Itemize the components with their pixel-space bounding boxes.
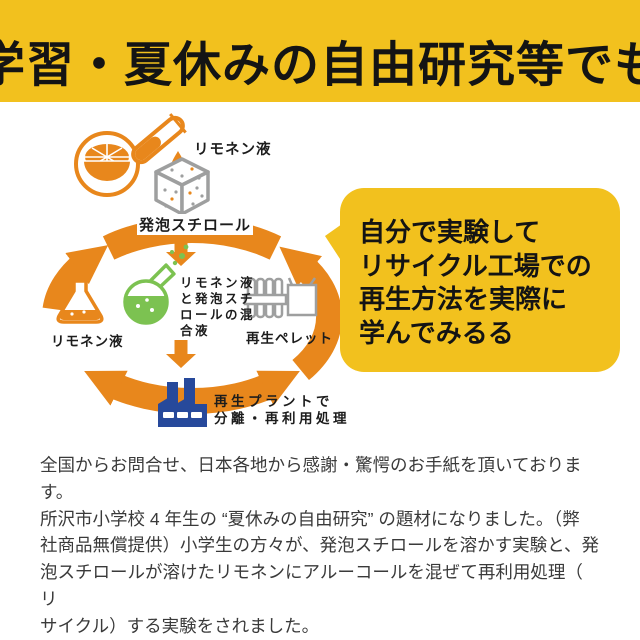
erlenmeyer-flask-icon: [56, 278, 104, 324]
description-paragraph: 全国からお問合せ、日本各地から感謝・驚愕のお手紙を頂いております。 所沢市小学校…: [40, 455, 599, 636]
label-limonene-top: リモネン液: [194, 142, 272, 158]
recycle-cycle-diagram: リモネン液 発泡スチロール リモネン液 と発泡スチ ロールの混 合液 再生ペレッ…: [0, 102, 640, 452]
label-limonene-left: リモネン液: [51, 334, 124, 349]
styrofoam-cube-icon: [154, 157, 210, 216]
header-banner: 学習・夏休みの自由研究等でも: [0, 0, 640, 102]
label-plant: 再生プラントで 分離・再利用処理: [214, 394, 350, 426]
down-arrow-icon: [166, 340, 196, 368]
factory-icon: [158, 378, 207, 427]
speech-bubble-tail: [325, 224, 342, 262]
label-pellets: 再生ペレット: [246, 331, 333, 346]
speech-bubble: 自分で実験して リサイクル工場での 再生方法を実際に 学んでみるる: [325, 188, 620, 372]
label-styrofoam: 発泡スチロール: [137, 214, 254, 235]
page-title: 学習・夏休みの自由研究等でも: [0, 39, 640, 92]
pellets-icon: [243, 277, 318, 319]
recycle-diagram-graphics: [42, 113, 343, 427]
speech-bubble-text: 自分で実験して リサイクル工場での 再生方法を実際に 学んでみるる: [359, 217, 592, 348]
ring-left-arrow: [42, 245, 109, 312]
orange-fruit-icon: [74, 131, 152, 197]
test-tube-icon: [131, 113, 187, 165]
down-arrow-icon: [166, 238, 196, 266]
label-mixture: リモネン液 と発泡スチ ロールの混 合液: [180, 276, 256, 338]
cube-speckles: [163, 167, 204, 208]
ring-right-arrow: [279, 246, 343, 381]
round-flask-icon: [123, 244, 189, 325]
